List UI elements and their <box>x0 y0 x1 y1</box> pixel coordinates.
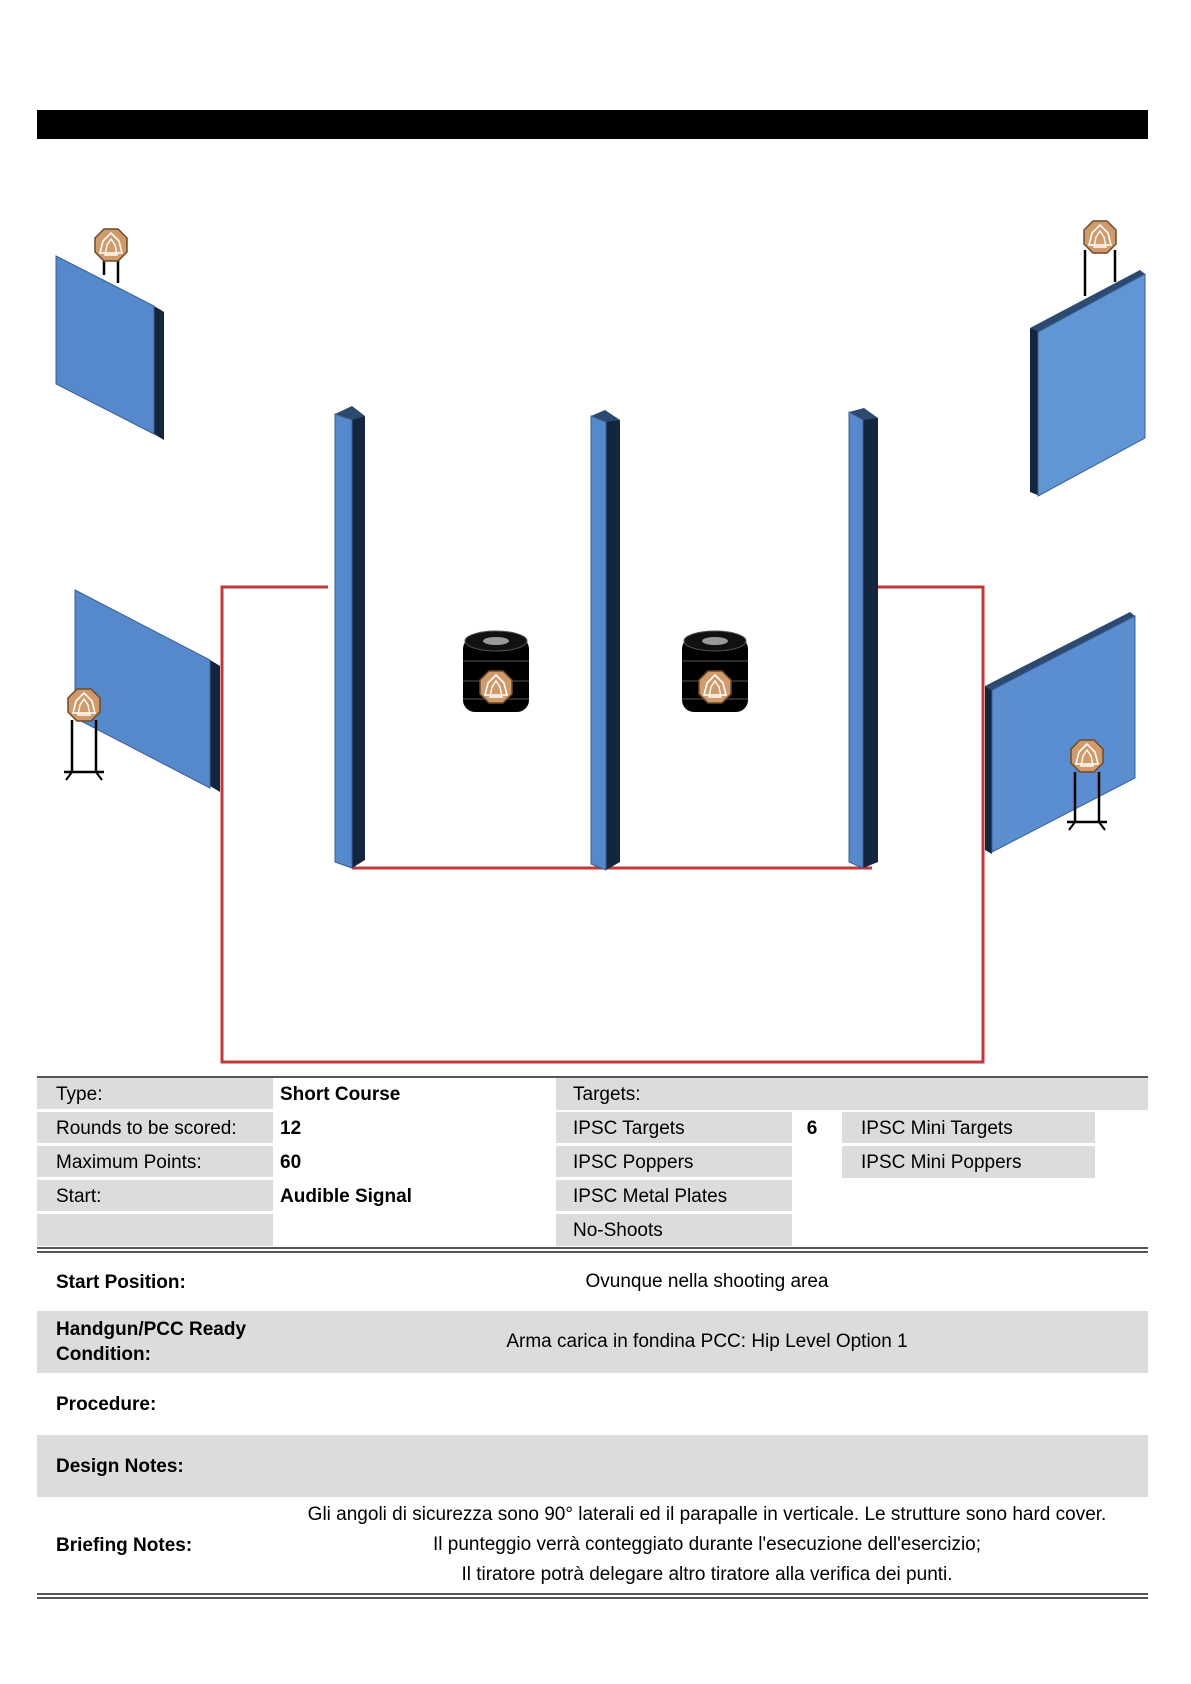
start-value: Audible Signal <box>280 1186 412 1207</box>
rounds-label: Rounds to be scored: <box>37 1112 273 1144</box>
wall-top-left <box>55 252 164 440</box>
ready-condition-row: Handgun/PCC Ready Condition: Arma carica… <box>37 1311 1148 1373</box>
wall-top-right <box>1030 250 1146 497</box>
ready-condition-label-line2: Condition: <box>56 1344 151 1365</box>
briefing-notes-label: Briefing Notes: <box>56 1535 193 1556</box>
target-top-left <box>94 228 128 262</box>
target-count-metal-plates <box>792 1180 832 1212</box>
procedure-row: Procedure: <box>37 1373 1148 1435</box>
procedure-label: Procedure: <box>56 1394 157 1415</box>
target-type-mini-targets: IPSC Mini Targets <box>842 1112 1095 1144</box>
fault-line-outer <box>220 585 985 1064</box>
vertical-wall-right <box>848 408 878 869</box>
table-divider-bottom <box>37 1251 1148 1253</box>
briefing-line-2: Il punteggio verrà conteggiato durante l… <box>432 1534 982 1555</box>
start-position-label: Start Position: <box>56 1272 186 1293</box>
wall-mid-left <box>74 589 220 792</box>
stage-diagram <box>55 220 1146 1064</box>
type-value: Short Course <box>280 1084 401 1105</box>
design-notes-row: Design Notes: <box>37 1435 1148 1497</box>
targets-label: Targets: <box>556 1078 1148 1110</box>
start-position-row: Start Position: Ovunque nella shooting a… <box>37 1254 1148 1311</box>
target-barrel-left <box>479 670 513 704</box>
start-label: Start: <box>37 1180 273 1212</box>
points-value: 60 <box>280 1152 302 1173</box>
target-type-no-shoots: No-Shoots <box>556 1214 792 1246</box>
briefing-line-1: Gli angoli di sicurezza sono 90° lateral… <box>307 1504 1107 1525</box>
target-stand-mid-left <box>64 720 104 781</box>
empty-label-cell <box>37 1214 273 1246</box>
rounds-value: 12 <box>280 1118 302 1139</box>
target-type-ipsc-targets: IPSC Targets <box>556 1112 792 1144</box>
start-position-value: Ovunque nella shooting area <box>585 1271 829 1292</box>
target-count-ipsc-targets: 6 <box>806 1118 818 1139</box>
vertical-wall-left <box>334 406 365 869</box>
wall-mid-right <box>985 612 1136 854</box>
target-top-right <box>1083 220 1117 254</box>
target-count-ipsc-poppers <box>792 1146 832 1178</box>
target-barrel-right <box>698 670 732 704</box>
target-count-no-shoots <box>792 1214 832 1246</box>
ready-condition-value: Arma carica in fondina PCC: Hip Level Op… <box>506 1331 908 1352</box>
stage-info-table: Type: Rounds to be scored: Maximum Point… <box>37 1076 1148 1250</box>
type-label: Type: <box>37 1078 273 1110</box>
target-mid-right <box>1070 739 1104 773</box>
target-mid-left <box>67 688 101 722</box>
briefing-notes-row: Briefing Notes: Gli angoli di sicurezza … <box>37 1497 1148 1593</box>
notes-divider-top <box>37 1593 1148 1595</box>
target-stand-mid-right <box>1067 772 1107 831</box>
briefing-line-3: Il tiratore potrà delegare altro tirator… <box>461 1564 953 1585</box>
table-divider-top <box>37 1247 1148 1249</box>
target-type-metal-plates: IPSC Metal Plates <box>556 1180 792 1212</box>
points-label: Maximum Points: <box>37 1146 273 1178</box>
vertical-wall-center <box>590 410 620 871</box>
ready-condition-label-line1: Handgun/PCC Ready <box>56 1319 247 1340</box>
notes-divider-bottom <box>37 1597 1148 1599</box>
design-notes-label: Design Notes: <box>56 1456 184 1477</box>
target-type-mini-poppers: IPSC Mini Poppers <box>842 1146 1095 1178</box>
target-type-ipsc-poppers: IPSC Poppers <box>556 1146 792 1178</box>
stage-title-bar <box>37 110 1148 139</box>
